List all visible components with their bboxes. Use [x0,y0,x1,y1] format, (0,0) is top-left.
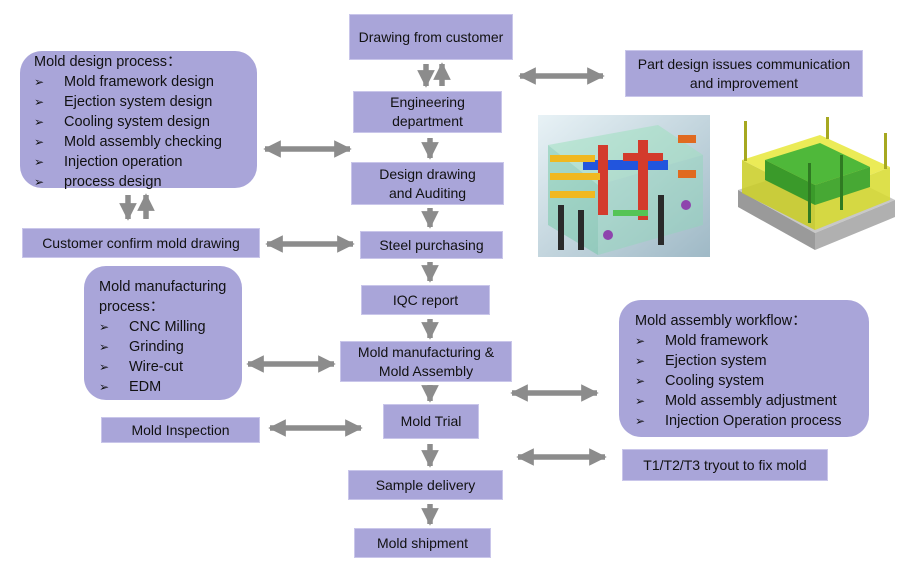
mold-inspection-box: Mold Inspection [101,417,260,443]
bullet-icon: ➢ [34,75,45,89]
engineering-department-box: Engineering department [353,91,502,133]
part-design-issues-label: Part design issues communication and imp… [637,55,851,91]
engineering-department-label: Engineering department [390,94,465,129]
list-item: ➢Wire-cut [99,359,183,375]
mold-manufacturing-label: Mold manufacturing & Mold Assembly [357,343,495,379]
mold-shipment-box: Mold shipment [354,528,491,558]
mold-manufacturing-box: Mold manufacturing & Mold Assembly [340,341,512,382]
mold-assembly-workflow-panel: Mold assembly workflow： ➢Mold framework … [619,300,869,437]
bullet-icon: ➢ [635,374,646,388]
list-item: ➢Mold framework [635,333,769,349]
design-drawing-box: Design drawing and Auditing [351,162,504,205]
steel-purchasing-label: Steel purchasing [379,236,484,253]
mold-design-process-title: Mold design process： [34,54,182,70]
bullet-icon: ➢ [99,320,110,334]
list-item: ➢process design [34,174,162,190]
list-item: ➢CNC Milling [99,319,206,335]
mold-cad-render-image [538,115,710,257]
bullet-icon: ➢ [34,115,45,129]
bullet-icon: ➢ [635,354,646,368]
list-item: ➢Ejection system design [34,94,213,110]
bullet-icon: ➢ [99,340,110,354]
mold-manufacturing-process-panel: Mold manufacturing process： ➢CNC Milling… [84,266,242,400]
bullet-icon: ➢ [635,414,646,428]
mold-assembly-list: ➢Mold framework ➢Ejection system ➢Coolin… [635,331,863,431]
list-item: ➢EDM [99,379,162,395]
list-item: ➢Mold assembly adjustment [635,393,837,409]
bullet-icon: ➢ [34,95,45,109]
mold-shipment-label: Mold shipment [376,534,469,551]
list-item: ➢Cooling system [635,373,765,389]
design-drawing-label: Design drawing and Auditing [379,165,476,201]
tryout-label: T1/T2/T3 tryout to fix mold [643,456,807,473]
bullet-icon: ➢ [99,380,110,394]
sample-delivery-label: Sample delivery [375,476,476,493]
bullet-icon: ➢ [34,155,45,169]
tryout-box: T1/T2/T3 tryout to fix mold [622,449,828,481]
bullet-icon: ➢ [34,175,45,189]
list-item: ➢Ejection system [635,353,767,369]
bullet-icon: ➢ [99,360,110,374]
drawing-from-customer-box: Drawing from customer [349,14,513,60]
bullet-icon: ➢ [635,334,646,348]
part-design-issues-box: Part design issues communication and imp… [625,50,863,97]
list-item: ➢Injection Operation process [635,413,842,429]
list-item: ➢Mold framework design [34,74,214,90]
bullet-icon: ➢ [635,394,646,408]
customer-confirm-box: Customer confirm mold drawing [22,228,260,258]
steel-purchasing-box: Steel purchasing [360,231,503,259]
mold-manufacturing-process-title: Mold manufacturing process： [99,279,227,315]
list-item: ➢Grinding [99,339,184,355]
list-item: ➢Mold assembly checking [34,134,222,150]
iqc-report-label: IQC report [392,291,459,308]
list-item: ➢Cooling system design [34,114,210,130]
iqc-report-box: IQC report [361,285,490,315]
mold-assembly-workflow-title: Mold assembly workflow： [635,313,807,329]
sample-delivery-box: Sample delivery [348,470,503,500]
mold-design-process-panel: Mold design process： ➢Mold framework des… [20,51,257,190]
mold-trial-box: Mold Trial [383,404,479,439]
customer-confirm-label: Customer confirm mold drawing [42,234,240,251]
mold-manufacturing-list: ➢CNC Milling ➢Grinding ➢Wire-cut ➢EDM [99,317,236,397]
mold-design-list: ➢Mold framework design ➢Ejection system … [34,72,247,192]
mold-inspection-label: Mold Inspection [131,421,230,438]
drawing-from-customer-label: Drawing from customer [358,28,504,45]
bullet-icon: ➢ [34,135,45,149]
mold-assembly-render-image [730,115,900,260]
list-item: ➢Injection operation [34,154,183,170]
mold-trial-label: Mold Trial [400,413,462,429]
